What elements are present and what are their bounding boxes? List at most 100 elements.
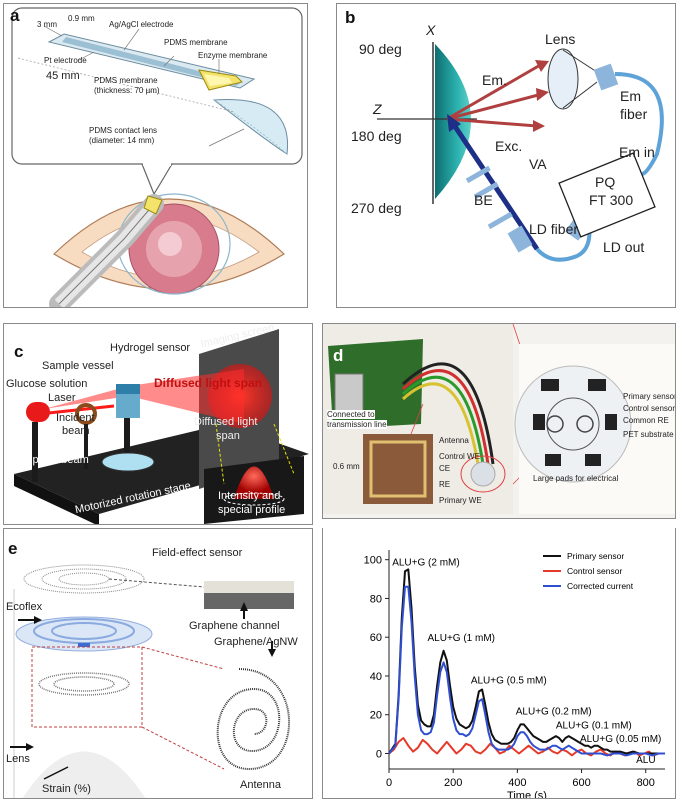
label-ecoflex: Ecoflex — [6, 601, 43, 613]
label-special-profile: special profile — [218, 504, 286, 516]
panel-e: e Field-effect sensor Ecoflex Graphene c… — [3, 528, 313, 799]
x-tick-label: 800 — [637, 777, 655, 789]
label-agcl-electrode: Ag/AgCl electrode — [109, 20, 174, 29]
label-strain: Strain (%) — [42, 783, 91, 795]
label-270deg: 270 deg — [351, 200, 402, 216]
x-tick-label: 0 — [386, 777, 392, 789]
peak-annotation: ALU+G (0.1 mM) — [556, 720, 632, 731]
panel-c-illustration — [14, 329, 309, 524]
axis-x-label: X — [426, 22, 436, 38]
label-incident: Incident — [56, 412, 95, 424]
panel-e-illustration — [10, 564, 294, 798]
label-control-sensor-d: Control sensor — [623, 404, 676, 413]
label-em-fiber-2: fiber — [620, 106, 648, 122]
x-tick-label: 400 — [508, 777, 526, 789]
label-primary-sensor-d: Primary sensor — [623, 392, 676, 401]
label-va: VA — [529, 156, 547, 172]
label-large-pads: Large pads for electrical — [533, 474, 619, 483]
panel-e-label: e — [8, 539, 18, 558]
label-pet-substrate: PET substrate — [623, 430, 674, 439]
peak-annotation: ALU+G (2 mM) — [392, 558, 460, 569]
label-connected: Connected to — [327, 410, 375, 419]
panel-a-illustration — [11, 7, 303, 307]
panel-b: b X Z 90 deg 180 deg 270 deg Lens Em. Ex… — [336, 3, 676, 308]
label-3mm: 3 mm — [37, 20, 57, 29]
label-ld-out: LD out — [603, 239, 645, 255]
label-primary-we: Primary WE — [439, 496, 482, 505]
legend-label: Corrected current — [567, 581, 634, 591]
peak-annotation: ALU+G (1 mM) — [428, 633, 496, 644]
label-thickness: (thickness: 70 µm) — [94, 86, 160, 95]
legend-label: Primary sensor — [567, 551, 624, 561]
y-tick-label: 80 — [370, 593, 382, 605]
y-tick-label: 60 — [370, 632, 382, 644]
label-exc: Exc. — [495, 138, 523, 154]
label-pdms-membrane-2: PDMS membrane — [94, 76, 158, 85]
label-lens-diameter: (diameter: 14 mm) — [89, 136, 155, 145]
peak-annotation: ALU — [636, 755, 655, 766]
label-pt-electrode: Pt electrode — [44, 56, 87, 65]
label-90deg: 90 deg — [359, 41, 402, 57]
y-tick-label: 0 — [376, 748, 382, 760]
panel-c-label: c — [14, 342, 24, 361]
label-re: RE — [439, 480, 451, 489]
x-tick-label: 600 — [572, 777, 590, 789]
label-180deg: 180 deg — [351, 128, 402, 144]
label-transmission-line: transmission line — [327, 420, 387, 429]
label-45mm: 45 mm — [46, 70, 80, 82]
label-diffused-light-1: Diffused light — [194, 416, 258, 428]
panel-d-photos — [323, 324, 675, 514]
label-laser: Laser — [48, 392, 76, 404]
panel-a-label: a — [10, 6, 20, 25]
label-em-fiber-1: Em — [620, 88, 641, 104]
label-em-in: Em in — [619, 144, 655, 160]
peak-annotation: ALU+G (0.5 mM) — [471, 676, 547, 687]
panel-b-illustration — [377, 42, 664, 262]
label-antenna-d: Antenna — [439, 436, 469, 445]
axis-z-label: Z — [373, 101, 382, 117]
label-be: BE — [474, 192, 493, 208]
panel-c: c Hydrogel sensor Imaging screen Sample … — [3, 323, 313, 525]
label-ft300: FT 300 — [589, 192, 634, 208]
label-pdms-membrane: PDMS membrane — [164, 38, 228, 47]
label-lens: Lens — [545, 31, 576, 47]
label-glucose-solution: Glucose solution — [6, 378, 88, 390]
label-06mm: 0.6 mm — [333, 462, 360, 471]
legend-label: Control sensor — [567, 566, 622, 576]
label-field-effect-sensor: Field-effect sensor — [152, 547, 243, 559]
peak-annotation: ALU+G (0.05 mM) — [580, 734, 661, 745]
label-ce: CE — [439, 464, 451, 473]
y-tick-label: 20 — [370, 710, 382, 722]
panel-a: a 3 mm 0.9 mm Ag/AgCl electrode PDMS mem… — [3, 3, 308, 308]
series-line-corrected-current — [388, 585, 665, 757]
y-tick-label: 100 — [364, 555, 382, 567]
series-line-primary-sensor — [388, 568, 665, 755]
label-common-re: Common RE — [623, 416, 669, 425]
panel-d: d Connected to transmission line 0.6 mm … — [322, 323, 676, 519]
label-diffused-light-span: Diffused light span — [154, 376, 262, 390]
label-graphene-agnw: Graphene/AgNW — [214, 636, 298, 648]
label-pq: PQ — [595, 174, 616, 190]
label-antenna-e: Antenna — [240, 779, 281, 791]
label-sample-vessel: Sample vessel — [42, 360, 114, 372]
label-optical-beam: Optical beam — [24, 454, 89, 466]
panel-d-label: d — [331, 346, 346, 366]
label-graphene-channel: Graphene channel — [189, 620, 280, 632]
label-diffused-light-2: span — [216, 430, 240, 442]
x-tick-label: 200 — [444, 777, 462, 789]
x-axis-label: Time (s) — [507, 790, 547, 799]
label-intensity: Intensity and — [218, 490, 281, 502]
panel-b-label: b — [345, 8, 356, 27]
label-enzyme-membrane: Enzyme membrane — [198, 51, 268, 60]
label-pdms-lens: PDMS contact lens — [89, 126, 158, 135]
label-lens-e: Lens — [6, 753, 30, 765]
label-hydrogel-sensor: Hydrogel sensor — [110, 342, 191, 354]
label-09mm: 0.9 mm — [68, 14, 95, 23]
peak-annotation: ALU+G (0.2 mM) — [516, 707, 592, 718]
label-beam: beam — [62, 425, 90, 437]
label-ld-fiber: LD fiber — [529, 221, 579, 237]
label-em: Em. — [482, 72, 507, 88]
label-control-we: Control WE — [439, 452, 480, 461]
